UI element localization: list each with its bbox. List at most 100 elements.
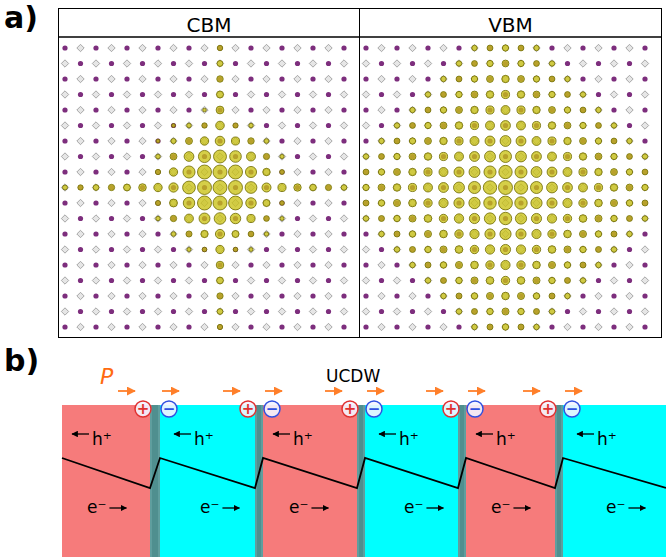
- isosurface-lobe: [248, 138, 254, 144]
- electron-label: e⁻: [87, 497, 106, 517]
- iodine-atom: [62, 324, 67, 329]
- iodine-atom: [611, 169, 616, 174]
- lattice-atom: [626, 199, 633, 206]
- lattice-atom: [610, 277, 617, 284]
- lattice-atom: [263, 261, 270, 268]
- isosurface-lobe: [264, 216, 270, 222]
- lattice-atom: [77, 168, 84, 175]
- lattice-atom: [579, 215, 586, 222]
- iodine-atom: [580, 107, 585, 112]
- lattice-atom: [139, 106, 146, 113]
- iodine-atom: [642, 76, 647, 81]
- isosurface-lobe: [534, 45, 539, 50]
- isosurface-lobe: [471, 76, 477, 82]
- iodine-atom: [627, 185, 632, 190]
- isosurface-lobe: [233, 247, 238, 252]
- lattice-atom: [216, 122, 223, 129]
- iodine-atom: [62, 293, 67, 298]
- iodine-atom: [341, 76, 346, 81]
- lattice-atom: [362, 246, 369, 253]
- hole-label: h⁺: [194, 429, 214, 449]
- hole-drift-arrow: [577, 433, 594, 434]
- isosurface-lobe: [409, 215, 416, 222]
- iodine-atom: [310, 324, 315, 329]
- isosurface-lobe: [579, 199, 587, 207]
- iodine-atom: [78, 278, 83, 283]
- iodine-atom: [394, 76, 399, 81]
- isosurface-lobe: [486, 121, 495, 130]
- iodine-atom: [410, 247, 415, 252]
- isosurface-lobe: [184, 152, 194, 162]
- lattice-atom: [108, 199, 115, 206]
- lattice-atom: [610, 153, 617, 160]
- lattice-atom: [340, 60, 347, 67]
- isosurface-lobe: [485, 229, 495, 239]
- isosurface-lobe: [263, 168, 270, 175]
- charge-sign: +: [341, 400, 359, 418]
- isosurface-lobe: [183, 166, 195, 178]
- iodine-atom: [627, 309, 632, 314]
- lattice-atom: [610, 184, 617, 191]
- lattice-atom: [216, 60, 223, 67]
- lattice-atom: [579, 277, 586, 284]
- lattice-atom: [362, 215, 369, 222]
- iodine-atom: [394, 200, 399, 205]
- lattice-atom: [641, 91, 648, 98]
- isosurface-lobe: [501, 260, 510, 269]
- isosurface-lobe: [409, 199, 417, 207]
- iodine-atom: [441, 247, 446, 252]
- isosurface-lobe: [642, 184, 648, 190]
- lattice-atom: [77, 230, 84, 237]
- lattice-atom: [440, 106, 447, 113]
- isosurface-lobe: [531, 197, 542, 208]
- iodine-atom: [441, 92, 446, 97]
- lattice-atom: [154, 308, 161, 315]
- iodine-atom: [155, 107, 160, 112]
- iodine-atom: [518, 45, 523, 50]
- iodine-atom: [363, 138, 368, 143]
- isosurface-lobe: [248, 231, 254, 237]
- lattice-atom: [201, 323, 208, 330]
- iodine-atom: [155, 45, 160, 50]
- lattice-atom: [123, 122, 130, 129]
- iodine-atom: [186, 107, 191, 112]
- iodine-atom: [425, 324, 430, 329]
- iodine-atom: [78, 185, 83, 190]
- lattice-atom: [92, 153, 99, 160]
- lattice-atom: [440, 199, 447, 206]
- iodine-atom: [78, 216, 83, 221]
- isosurface-lobe: [595, 153, 602, 160]
- iodine-atom: [155, 293, 160, 298]
- iodine-atom: [310, 200, 315, 205]
- isosurface-lobe: [580, 278, 586, 284]
- iodine-atom: [503, 309, 508, 314]
- isosurface-lobe: [439, 152, 447, 160]
- lattice-atom: [340, 122, 347, 129]
- isosurface-lobe: [264, 232, 268, 236]
- iodine-atom: [596, 92, 601, 97]
- domain-region: h⁺e⁻: [263, 405, 357, 557]
- lattice-atom: [123, 277, 130, 284]
- lattice-atom: [278, 246, 285, 253]
- iodine-atom: [279, 324, 284, 329]
- lattice-atom: [579, 60, 586, 67]
- lattice-atom: [595, 199, 602, 206]
- lattice-atom: [455, 277, 462, 284]
- isosurface-lobe: [439, 214, 447, 222]
- iodine-atom: [410, 154, 415, 159]
- iodine-atom: [456, 107, 461, 112]
- lattice-atom: [123, 308, 130, 315]
- lattice-atom: [378, 292, 385, 299]
- lattice-atom: [533, 292, 540, 299]
- lattice-atom: [610, 215, 617, 222]
- isosurface-lobe: [424, 183, 433, 192]
- iodine-atom: [124, 45, 129, 50]
- isosurface-lobe: [500, 244, 510, 254]
- electron-drift-arrow: [311, 507, 328, 508]
- iodine-atom: [394, 324, 399, 329]
- isosurface-lobe: [471, 261, 479, 269]
- lattice-atom: [409, 323, 416, 330]
- isosurface-lobe: [341, 185, 347, 191]
- isosurface-lobe: [548, 152, 557, 161]
- lattice-atom: [185, 91, 192, 98]
